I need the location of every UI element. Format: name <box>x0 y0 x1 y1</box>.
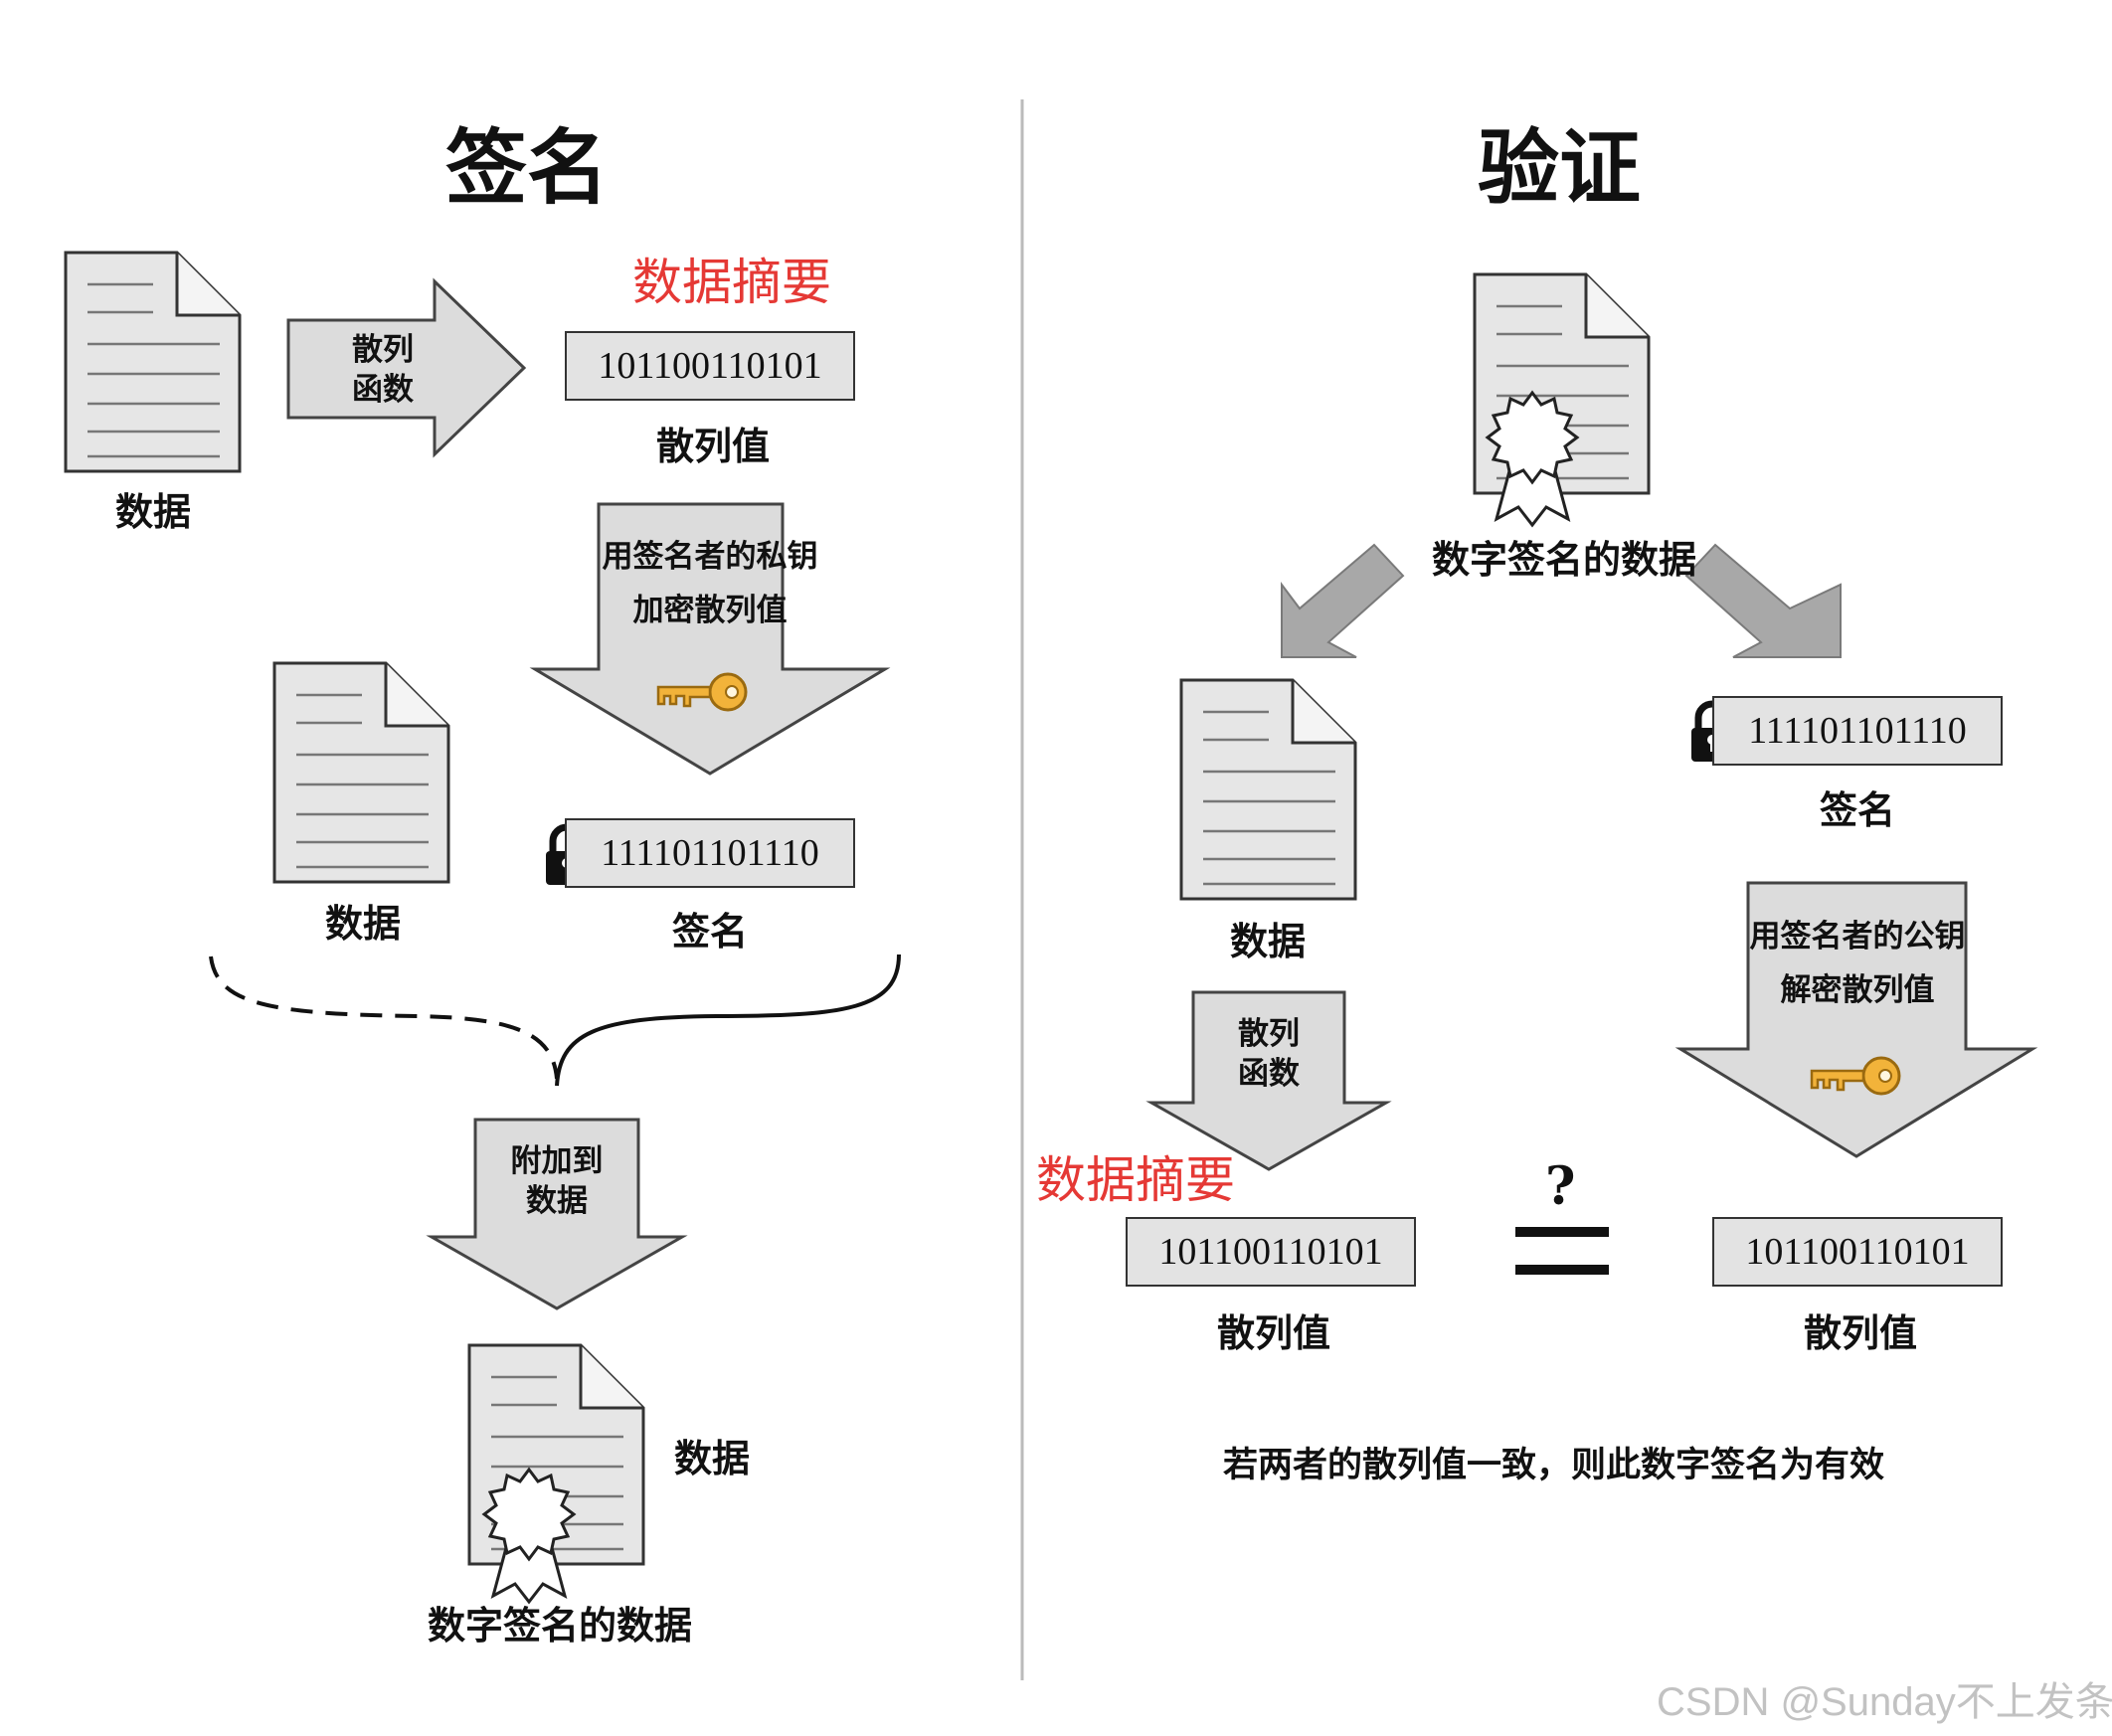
sign-seal-icon <box>482 1468 576 1604</box>
verify-decrypt-arrow <box>1674 881 2038 1158</box>
sign-encrypt-arrow <box>529 502 891 776</box>
verify-left-arrow <box>1281 543 1405 658</box>
verify-signed-label: 数字签名的数据 <box>1432 537 1697 582</box>
verify-hash-value-right-box: 101100110101 <box>1712 1217 2003 1287</box>
verify-document-icon <box>1179 678 1357 901</box>
sign-hash-arrow-line2: 函数 <box>352 372 414 409</box>
brace-solid <box>555 954 901 1087</box>
verify-hash-arrow-line1: 散列 <box>1238 1016 1300 1052</box>
verify-decrypt-arrow-line1: 用签名者的公钥 <box>1749 919 1966 955</box>
sign-encrypt-arrow-label: 用签名者的私钥 加密散列值 <box>601 537 819 631</box>
sign-hash-arrow <box>286 277 527 458</box>
verify-signature-label: 签名 <box>1820 787 1896 832</box>
sign-encrypt-arrow-line2: 加密散列值 <box>632 593 788 629</box>
verify-hash-arrow <box>1145 990 1392 1171</box>
equals-bar-bottom <box>1515 1265 1609 1275</box>
sign-encrypt-arrow-line1: 用签名者的私钥 <box>602 539 818 575</box>
sign-result-data-label: 数据 <box>674 1436 751 1480</box>
sign-hash-arrow-label: 散列 函数 <box>338 330 428 411</box>
verify-seal-icon <box>1486 391 1579 527</box>
sign-hash-label: 散列值 <box>656 424 771 468</box>
sign-hash-value-box: 101100110101 <box>565 331 855 401</box>
sign-attach-arrow-line2: 数据 <box>526 1183 588 1220</box>
brace-dashed <box>209 955 559 1080</box>
sign-hash-arrow-line1: 散列 <box>352 332 414 368</box>
verify-hash-arrow-line2: 函数 <box>1238 1056 1300 1093</box>
sign-data-label: 数据 <box>115 489 192 534</box>
sign-digest-note: 数据摘要 <box>632 254 831 311</box>
verify-decrypt-arrow-line2: 解密散列值 <box>1780 972 1935 1009</box>
sign-signature-value-box: 111101101110 <box>565 818 855 888</box>
equals-bar-top <box>1515 1227 1609 1237</box>
sign-data-label-2: 数据 <box>325 901 402 946</box>
sign-document-icon-2 <box>272 661 450 884</box>
verify-data-label: 数据 <box>1230 919 1307 963</box>
sign-attach-arrow-label: 附加到 数据 <box>487 1141 626 1222</box>
verify-decrypt-arrow-label: 用签名者的公钥 解密散列值 <box>1748 917 1967 1011</box>
verify-conclusion: 若两者的散列值一致，则此数字签名为有效 <box>1223 1445 1885 1485</box>
sign-attach-arrow <box>426 1118 688 1310</box>
verify-title: 验证 <box>1478 120 1642 216</box>
verify-digest-note: 数据摘要 <box>1036 1151 1235 1209</box>
sign-attach-arrow-line1: 附加到 <box>510 1143 604 1179</box>
verify-hash-label-left: 散列值 <box>1217 1310 1331 1355</box>
sign-result-label: 数字签名的数据 <box>428 1603 693 1648</box>
verify-hash-arrow-label: 散列 函数 <box>1209 1014 1328 1095</box>
sign-document-icon <box>64 251 242 473</box>
watermark: CSDN @Sunday不上发条 <box>1657 1680 2112 1724</box>
verify-hash-label-right: 散列值 <box>1804 1310 1918 1355</box>
verify-hash-value-left-box: 101100110101 <box>1126 1217 1416 1287</box>
question-mark: ? <box>1545 1156 1576 1217</box>
sign-signature-label: 签名 <box>672 909 749 954</box>
verify-right-arrow <box>1684 543 1842 658</box>
verify-signature-value-box: 111101101110 <box>1712 696 2003 766</box>
sign-title: 签名 <box>445 120 610 216</box>
